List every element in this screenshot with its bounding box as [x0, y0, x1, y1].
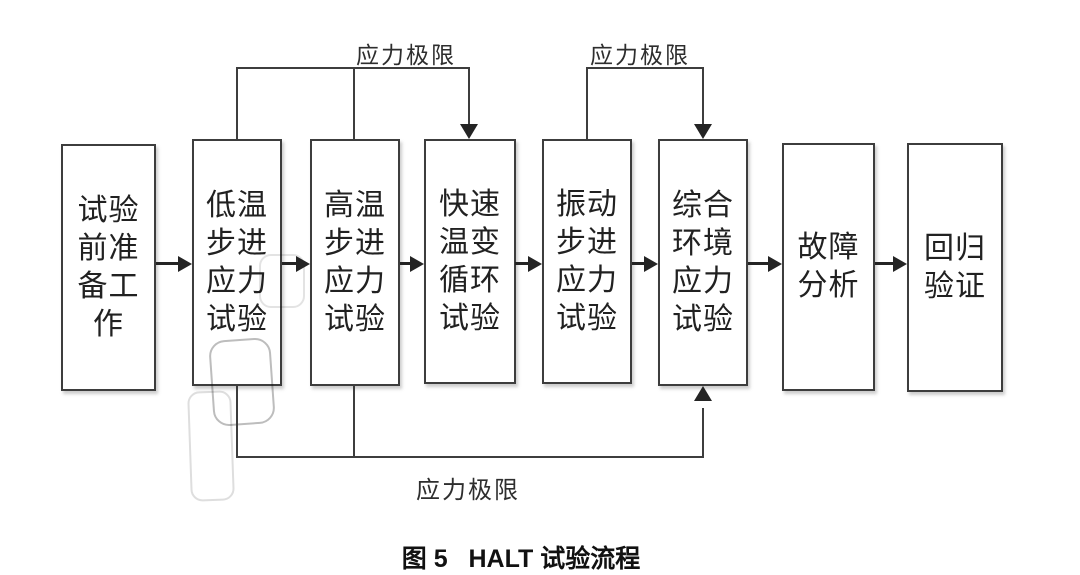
- arrow-right-icon: [178, 256, 192, 272]
- box-label: 回归 验证: [924, 231, 986, 303]
- box-label: 故障 分析: [797, 231, 860, 302]
- figure-caption: 图 5 HALT 试验流程: [401, 545, 641, 573]
- arrow-down-icon: [694, 124, 712, 139]
- box-label: 快速 温变 循环 试验: [439, 187, 501, 335]
- stress-limit-line: [702, 408, 704, 458]
- flow-arrow: [748, 256, 782, 272]
- box-failure-analysis: 故障 分析: [782, 143, 875, 391]
- arrow-right-icon: [296, 256, 310, 272]
- box-label: 振动 步进 应力 试验: [556, 187, 618, 335]
- box-vibration-step-stress: 振动 步进 应力 试验: [542, 139, 632, 384]
- box-rapid-temp-cycling: 快速 温变 循环 试验: [424, 139, 516, 384]
- stress-limit-line: [236, 384, 238, 458]
- stress-limit-line: [353, 68, 355, 140]
- stress-limit-label-bottom: 应力极限: [416, 478, 520, 504]
- arrow-shaft: [282, 262, 298, 265]
- watermark-rounded-rect: [187, 390, 235, 502]
- arrow-shaft: [748, 262, 770, 265]
- arrow-shaft: [156, 262, 180, 265]
- arrow-right-icon: [768, 256, 782, 272]
- box-label: 高温 步进 应力 试验: [324, 188, 386, 336]
- box-label: 综合 环境 应力 试验: [672, 188, 734, 336]
- arrow-shaft: [400, 262, 412, 265]
- stress-limit-line: [586, 68, 588, 140]
- flow-arrow: [515, 256, 542, 272]
- box-label: 低温 步进 应力 试验: [206, 188, 268, 336]
- arrow-shaft: [632, 262, 646, 265]
- arrow-shaft: [515, 262, 530, 265]
- arrow-down-icon: [460, 124, 478, 139]
- arrow-up-icon: [694, 386, 712, 401]
- arrow-right-icon: [528, 256, 542, 272]
- box-test-preparation: 试验 前准 备工 作: [61, 144, 156, 391]
- stress-limit-line: [236, 456, 704, 458]
- box-high-temp-step-stress: 高温 步进 应力 试验: [310, 139, 400, 386]
- flow-arrow: [156, 256, 192, 272]
- stress-limit-label-top-left: 应力极限: [356, 43, 456, 68]
- flow-arrow: [282, 256, 310, 272]
- arrow-right-icon: [893, 256, 907, 272]
- flow-arrow: [400, 256, 424, 272]
- arrow-shaft: [875, 262, 895, 265]
- arrow-right-icon: [410, 256, 424, 272]
- stress-limit-line: [702, 68, 704, 126]
- flow-arrow: [875, 256, 907, 272]
- flow-arrow: [632, 256, 658, 272]
- box-regression-verification: 回归 验证: [907, 143, 1003, 392]
- stress-limit-line: [586, 67, 704, 69]
- watermark-rounded-rect: [259, 254, 305, 308]
- stress-limit-line: [468, 68, 470, 126]
- stress-limit-line: [236, 68, 238, 140]
- stress-limit-label-top-right: 应力极限: [590, 43, 690, 68]
- stress-limit-line: [353, 384, 355, 458]
- arrow-right-icon: [644, 256, 658, 272]
- box-label: 试验 前准 备工 作: [77, 193, 140, 341]
- stress-limit-line: [236, 67, 470, 69]
- box-combined-env-stress: 综合 环境 应力 试验: [658, 139, 748, 386]
